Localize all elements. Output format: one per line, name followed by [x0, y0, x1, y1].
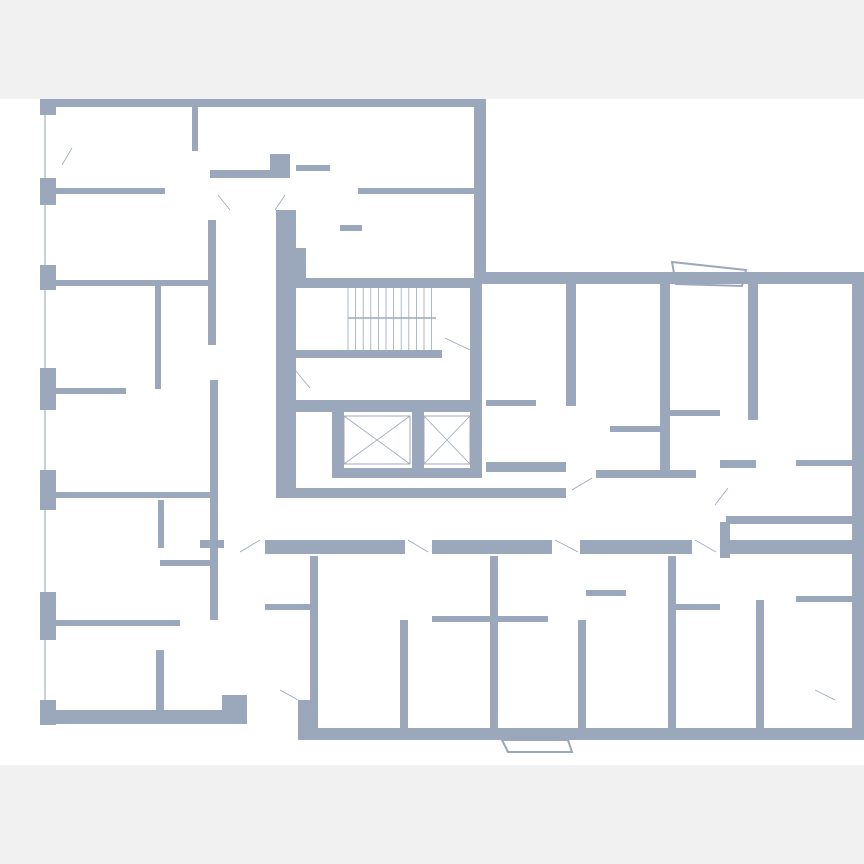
wall — [222, 695, 247, 724]
wall — [40, 99, 486, 107]
wall — [596, 470, 696, 478]
door-swing-icon — [239, 539, 261, 553]
wall — [200, 540, 224, 548]
door-swing-icon — [444, 337, 471, 351]
wall — [40, 265, 56, 290]
wall — [332, 468, 482, 478]
door-swing-icon — [294, 369, 311, 389]
wall — [490, 556, 498, 728]
wall — [210, 380, 218, 620]
wall — [296, 165, 330, 171]
wall — [54, 280, 210, 286]
wall — [756, 600, 764, 728]
door-swing-icon — [714, 487, 729, 506]
wall — [668, 556, 676, 728]
wall — [486, 400, 536, 406]
wall — [660, 284, 670, 470]
wall — [54, 388, 126, 394]
wall — [730, 540, 852, 554]
elevator-cross — [423, 415, 471, 465]
wall — [54, 620, 180, 626]
wall — [296, 248, 306, 278]
details — [61, 147, 836, 753]
wall — [40, 470, 56, 510]
wall — [748, 284, 758, 420]
door-swing-icon — [554, 539, 579, 553]
wall — [270, 154, 290, 174]
wall — [54, 492, 210, 498]
wall — [332, 408, 344, 478]
wall — [40, 592, 56, 640]
wall — [586, 590, 626, 596]
wall — [676, 604, 720, 610]
wall — [54, 188, 165, 194]
wall — [128, 710, 168, 724]
wall — [432, 540, 552, 554]
wall — [265, 540, 405, 554]
wall — [210, 170, 290, 178]
wall — [290, 400, 480, 412]
balcony — [500, 739, 574, 753]
wall — [610, 426, 660, 432]
wall — [276, 210, 296, 490]
wall — [158, 500, 164, 548]
wall — [40, 178, 56, 205]
wall — [40, 368, 56, 410]
door-swing-icon — [274, 194, 286, 211]
wall — [292, 350, 442, 358]
door-swing-icon — [61, 147, 73, 166]
wall — [40, 700, 56, 725]
plan-area — [0, 99, 864, 765]
wall — [668, 410, 720, 416]
wall — [720, 522, 730, 558]
wall — [192, 107, 198, 151]
wall — [852, 272, 864, 740]
wall — [292, 278, 480, 288]
wall — [208, 220, 216, 345]
wall — [578, 620, 586, 728]
wall — [276, 488, 566, 498]
door-swing-icon — [571, 477, 593, 491]
wall — [400, 620, 408, 728]
wall — [470, 278, 482, 468]
elevator-icon — [343, 415, 411, 465]
wall — [474, 99, 486, 284]
wall — [310, 556, 318, 728]
wall — [498, 616, 548, 622]
wall — [474, 272, 864, 284]
wall — [720, 460, 756, 468]
door-swing-icon — [694, 539, 717, 553]
wall — [305, 728, 864, 740]
wall — [796, 596, 852, 602]
wall — [40, 99, 56, 115]
door-swing-icon — [407, 539, 429, 553]
door-swing-icon — [217, 194, 231, 211]
wall — [580, 540, 692, 554]
wall — [155, 286, 161, 389]
door-swing-icon — [814, 689, 836, 701]
wall — [156, 650, 164, 710]
window — [44, 107, 46, 725]
wall — [412, 408, 424, 478]
wall — [340, 225, 362, 231]
elevator-cross — [343, 415, 411, 465]
wall — [486, 462, 566, 472]
door-swing-icon — [279, 689, 299, 701]
walls — [40, 99, 864, 740]
wall — [726, 516, 852, 524]
wall — [432, 616, 492, 622]
elevator-icon — [423, 415, 471, 465]
balcony — [670, 260, 748, 288]
wall — [358, 188, 476, 194]
wall — [796, 460, 852, 466]
wall — [160, 560, 212, 566]
wall — [566, 284, 576, 406]
wall — [265, 604, 310, 610]
